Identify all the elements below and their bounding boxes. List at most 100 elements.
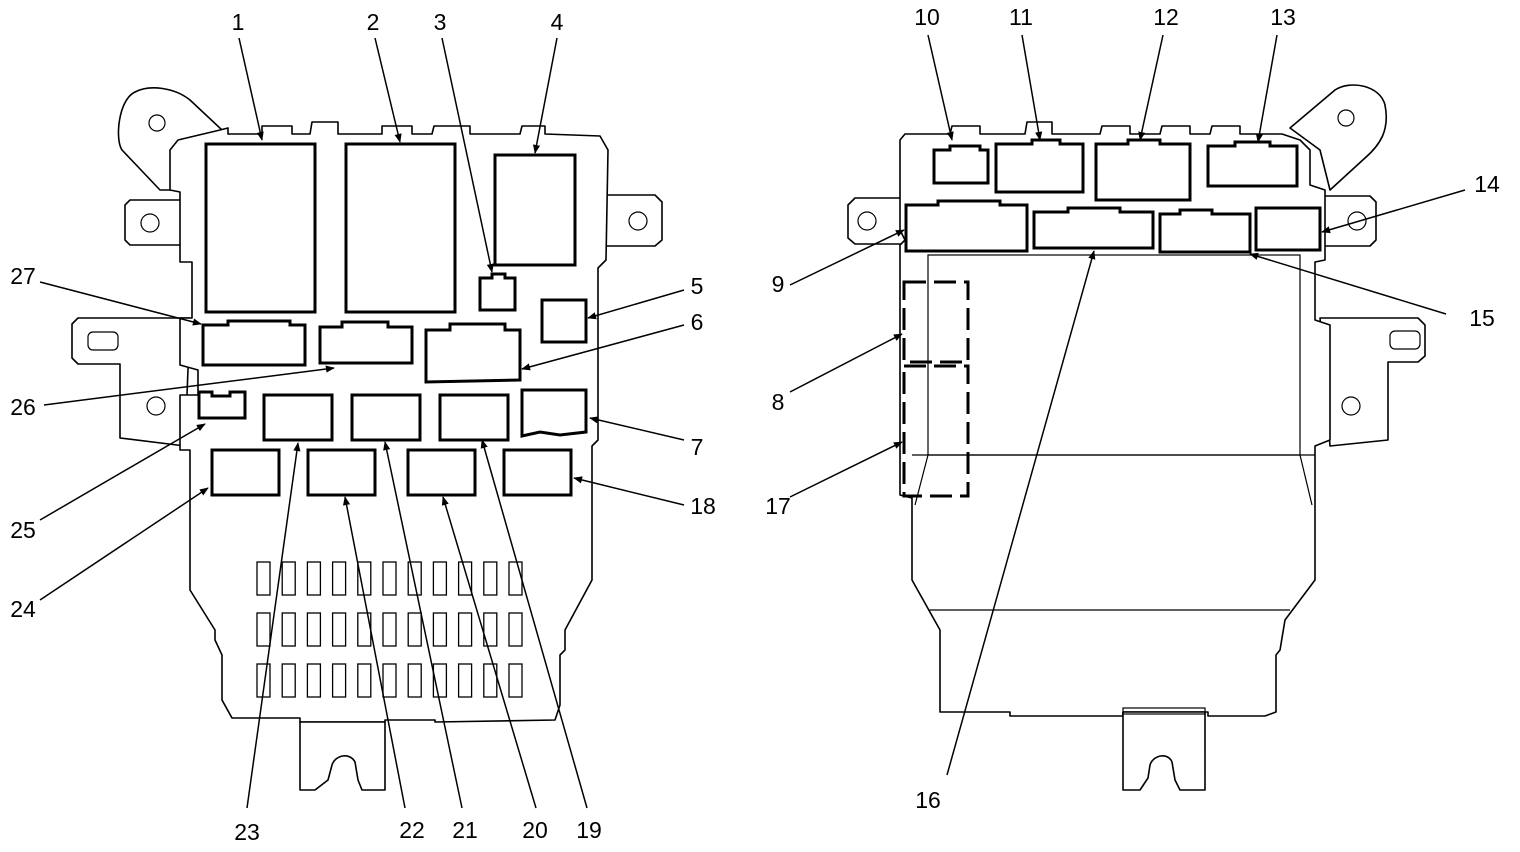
mini-fuse-slot xyxy=(483,561,498,596)
mini-fuse-slot xyxy=(432,663,448,698)
callout-15: 15 xyxy=(1469,305,1495,331)
callout-17: 17 xyxy=(765,493,791,519)
callout-24: 24 xyxy=(10,596,36,622)
mini-fuse-slot xyxy=(382,663,397,698)
callout-19: 19 xyxy=(576,817,602,843)
mini-fuse-slot xyxy=(331,612,347,647)
callout-14: 14 xyxy=(1474,171,1500,197)
fuse-grid xyxy=(256,561,523,698)
mini-fuse-slot xyxy=(407,561,422,596)
right-box-top-ear xyxy=(1289,84,1387,191)
mounting-hole xyxy=(1341,396,1361,416)
mounting-hole xyxy=(140,213,160,233)
callout-7: 7 xyxy=(691,434,704,460)
mini-fuse-slot xyxy=(382,561,397,596)
callout-22: 22 xyxy=(399,817,425,843)
mini-fuse-slot xyxy=(357,663,372,698)
relay-18 xyxy=(502,448,573,497)
callout-12: 12 xyxy=(1153,4,1179,30)
relay-2 xyxy=(344,142,457,314)
connector-9 xyxy=(904,199,1029,253)
mounting-hole xyxy=(628,211,648,231)
mini-fuse-slot xyxy=(306,612,322,647)
relay-20 xyxy=(406,448,477,497)
callout-10: 10 xyxy=(914,4,940,30)
callout-26: 26 xyxy=(10,394,36,420)
left-box-bottom-tab xyxy=(299,721,386,791)
callout-6: 6 xyxy=(691,309,704,335)
leader-lines xyxy=(39,34,1466,809)
connector-11 xyxy=(994,138,1085,194)
mini-fuse-slot xyxy=(331,561,347,596)
connector-6 xyxy=(424,322,522,384)
hidden-component-17 xyxy=(902,364,970,498)
mounting-slot xyxy=(87,331,119,351)
mini-fuse-slot xyxy=(306,561,322,596)
callout-1: 1 xyxy=(232,9,245,35)
left-fuse-box xyxy=(71,87,663,791)
relay-22 xyxy=(306,448,377,497)
mini-fuse-slot xyxy=(457,663,473,698)
mounting-hole xyxy=(148,114,166,132)
mini-fuse-slot xyxy=(483,663,498,698)
mini-fuse-slot xyxy=(483,612,498,647)
mini-fuse-slot xyxy=(281,663,296,698)
connector-26 xyxy=(318,320,414,365)
mini-fuse-slot xyxy=(457,612,473,647)
relay-21 xyxy=(350,393,422,442)
connector-7 xyxy=(520,388,588,438)
callout-25: 25 xyxy=(10,517,36,543)
callout-20: 20 xyxy=(522,817,548,843)
callout-16: 16 xyxy=(915,787,941,813)
mini-fuse-slot xyxy=(508,663,523,698)
callout-13: 13 xyxy=(1270,4,1296,30)
mini-fuse-slot xyxy=(407,663,422,698)
right-box-tab-right-middle xyxy=(1319,317,1426,447)
callout-8: 8 xyxy=(772,389,785,415)
mini-fuse-slot xyxy=(281,561,296,596)
left-box-tab-middle xyxy=(71,317,191,447)
relay-24 xyxy=(210,448,281,497)
mini-fuse-slot xyxy=(508,612,523,647)
mini-fuse-slot xyxy=(382,612,397,647)
mini-fuse-slot xyxy=(407,612,422,647)
mini-fuse-slot xyxy=(457,561,473,596)
relay-23 xyxy=(262,393,334,442)
right-box-body xyxy=(899,121,1331,717)
relay-4 xyxy=(493,153,577,267)
mounting-hole xyxy=(1337,109,1355,127)
callout-11: 11 xyxy=(1009,4,1033,30)
right-box-bottom-tab xyxy=(1122,711,1206,791)
connector-15 xyxy=(1158,208,1252,254)
connector-12 xyxy=(1094,138,1192,202)
mini-fuse-slot xyxy=(281,612,296,647)
callout-3: 3 xyxy=(434,9,447,35)
relay-1 xyxy=(204,142,317,314)
mini-fuse-slot xyxy=(306,663,322,698)
connector-25 xyxy=(197,390,247,420)
relay-19 xyxy=(438,393,510,442)
connector-16 xyxy=(1032,206,1155,250)
connector-3 xyxy=(478,272,517,312)
hidden-component-8 xyxy=(902,280,970,364)
mini-fuse-slot xyxy=(256,612,271,647)
callout-labels: 1 2 3 4 5 6 7 8 9 10 11 12 13 14 15 16 1… xyxy=(10,4,1500,845)
mounting-hole xyxy=(1347,211,1367,231)
mini-fuse-slot xyxy=(256,663,271,698)
mini-fuse-slot xyxy=(432,612,448,647)
callout-5: 5 xyxy=(691,273,704,299)
connector-13 xyxy=(1206,140,1299,188)
callout-21: 21 xyxy=(452,817,478,843)
mounting-hole xyxy=(146,396,166,416)
mounting-slot xyxy=(1389,330,1421,350)
callout-4: 4 xyxy=(551,9,564,35)
connector-10 xyxy=(932,144,990,185)
callout-18: 18 xyxy=(690,493,716,519)
connector-27 xyxy=(201,319,307,367)
callout-9: 9 xyxy=(772,271,785,297)
mini-fuse-slot xyxy=(256,561,271,596)
callout-2: 2 xyxy=(367,9,380,35)
mini-fuse-slot xyxy=(331,663,347,698)
callout-23: 23 xyxy=(234,819,260,845)
